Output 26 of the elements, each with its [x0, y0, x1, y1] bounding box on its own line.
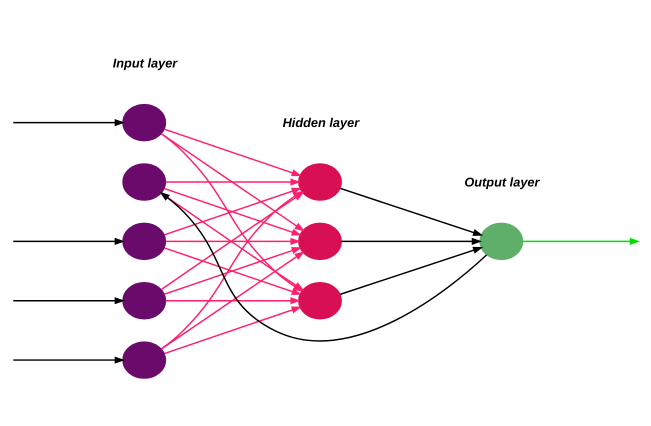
node-circle	[298, 282, 342, 319]
label: Output layer	[464, 174, 540, 189]
arrow	[522, 237, 640, 244]
arrow	[13, 296, 125, 304]
node-circle	[298, 162, 342, 200]
node-circle	[122, 340, 166, 378]
arrow	[340, 187, 484, 236]
arrow	[164, 246, 302, 294]
label: Input layer	[112, 55, 178, 70]
node-circle	[122, 282, 166, 319]
arrow	[13, 356, 125, 364]
node-circle	[122, 162, 166, 200]
arrow	[164, 128, 302, 176]
arrow	[13, 118, 125, 126]
arrow	[166, 178, 301, 186]
node-circle	[298, 222, 342, 260]
arrow	[13, 237, 125, 244]
arrow	[164, 306, 302, 354]
node-circle	[122, 103, 166, 141]
arrow	[166, 296, 301, 304]
node-circle	[479, 222, 524, 260]
arrow	[166, 237, 301, 244]
node-circle	[122, 222, 166, 260]
arrow	[342, 237, 482, 244]
label: Hidden layer	[282, 114, 360, 130]
arrow	[340, 246, 484, 294]
